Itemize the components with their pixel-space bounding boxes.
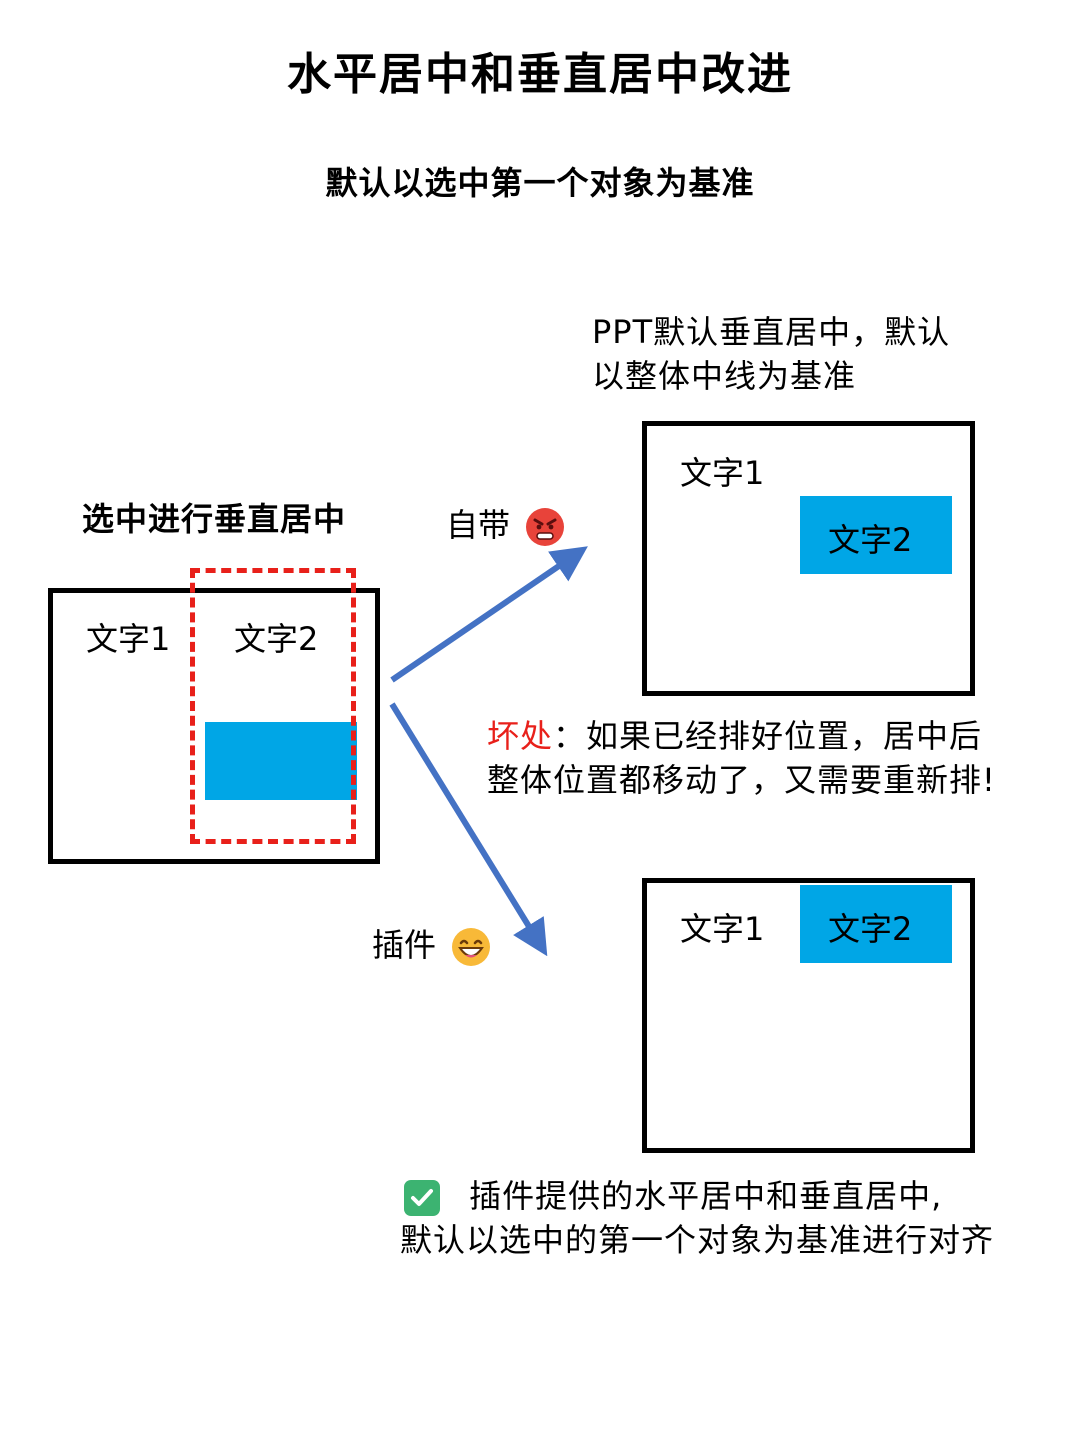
top-caption-line1: PPT默认垂直居中，默认 <box>592 313 951 351</box>
top-text1: 文字1 <box>680 454 765 492</box>
downside-line1-rest: ：如果已经排好位置，居中后 <box>553 717 983 755</box>
top-blue-rect <box>800 496 952 574</box>
downside-line2: 整体位置都移动了，又需要重新排! <box>487 761 996 799</box>
page-subtitle: 默认以选中第一个对象为基准 <box>325 164 755 202</box>
bottom-text1: 文字1 <box>680 910 765 948</box>
plugin-label-row: 插件 <box>372 920 491 966</box>
angry-face-icon <box>526 508 565 546</box>
left-section-label: 选中进行垂直居中 <box>82 500 347 538</box>
arrow-to-bottom <box>389 702 548 957</box>
downside-prefix: 坏处 <box>487 717 554 755</box>
bottom-text2: 文字2 <box>828 910 913 948</box>
builtin-label-row: 自带 <box>446 500 565 546</box>
conclusion-line1: 插件提供的水平居中和垂直居中, <box>469 1177 943 1215</box>
left-blue-rect <box>205 722 357 800</box>
selection-dashed-box <box>190 568 356 844</box>
plugin-label: 插件 <box>372 926 437 964</box>
page-title: 水平居中和垂直居中改进 <box>287 49 793 100</box>
top-caption-line2: 以整体中线为基准 <box>592 357 857 395</box>
left-text2: 文字2 <box>234 620 319 658</box>
top-text2: 文字2 <box>828 521 913 559</box>
conclusion-line1-row: 插件提供的水平居中和垂直居中, <box>404 1174 942 1218</box>
check-mark-button-icon <box>404 1180 440 1216</box>
downside-line1: 坏处：如果已经排好位置，居中后 <box>487 714 982 758</box>
grinning-face-icon <box>452 928 491 966</box>
builtin-label: 自带 <box>446 506 511 544</box>
bottom-blue-rect <box>800 885 952 963</box>
arrow-to-top <box>390 546 588 683</box>
conclusion-line2: 默认以选中的第一个对象为基准进行对齐 <box>400 1221 995 1259</box>
left-text1: 文字1 <box>86 620 171 658</box>
